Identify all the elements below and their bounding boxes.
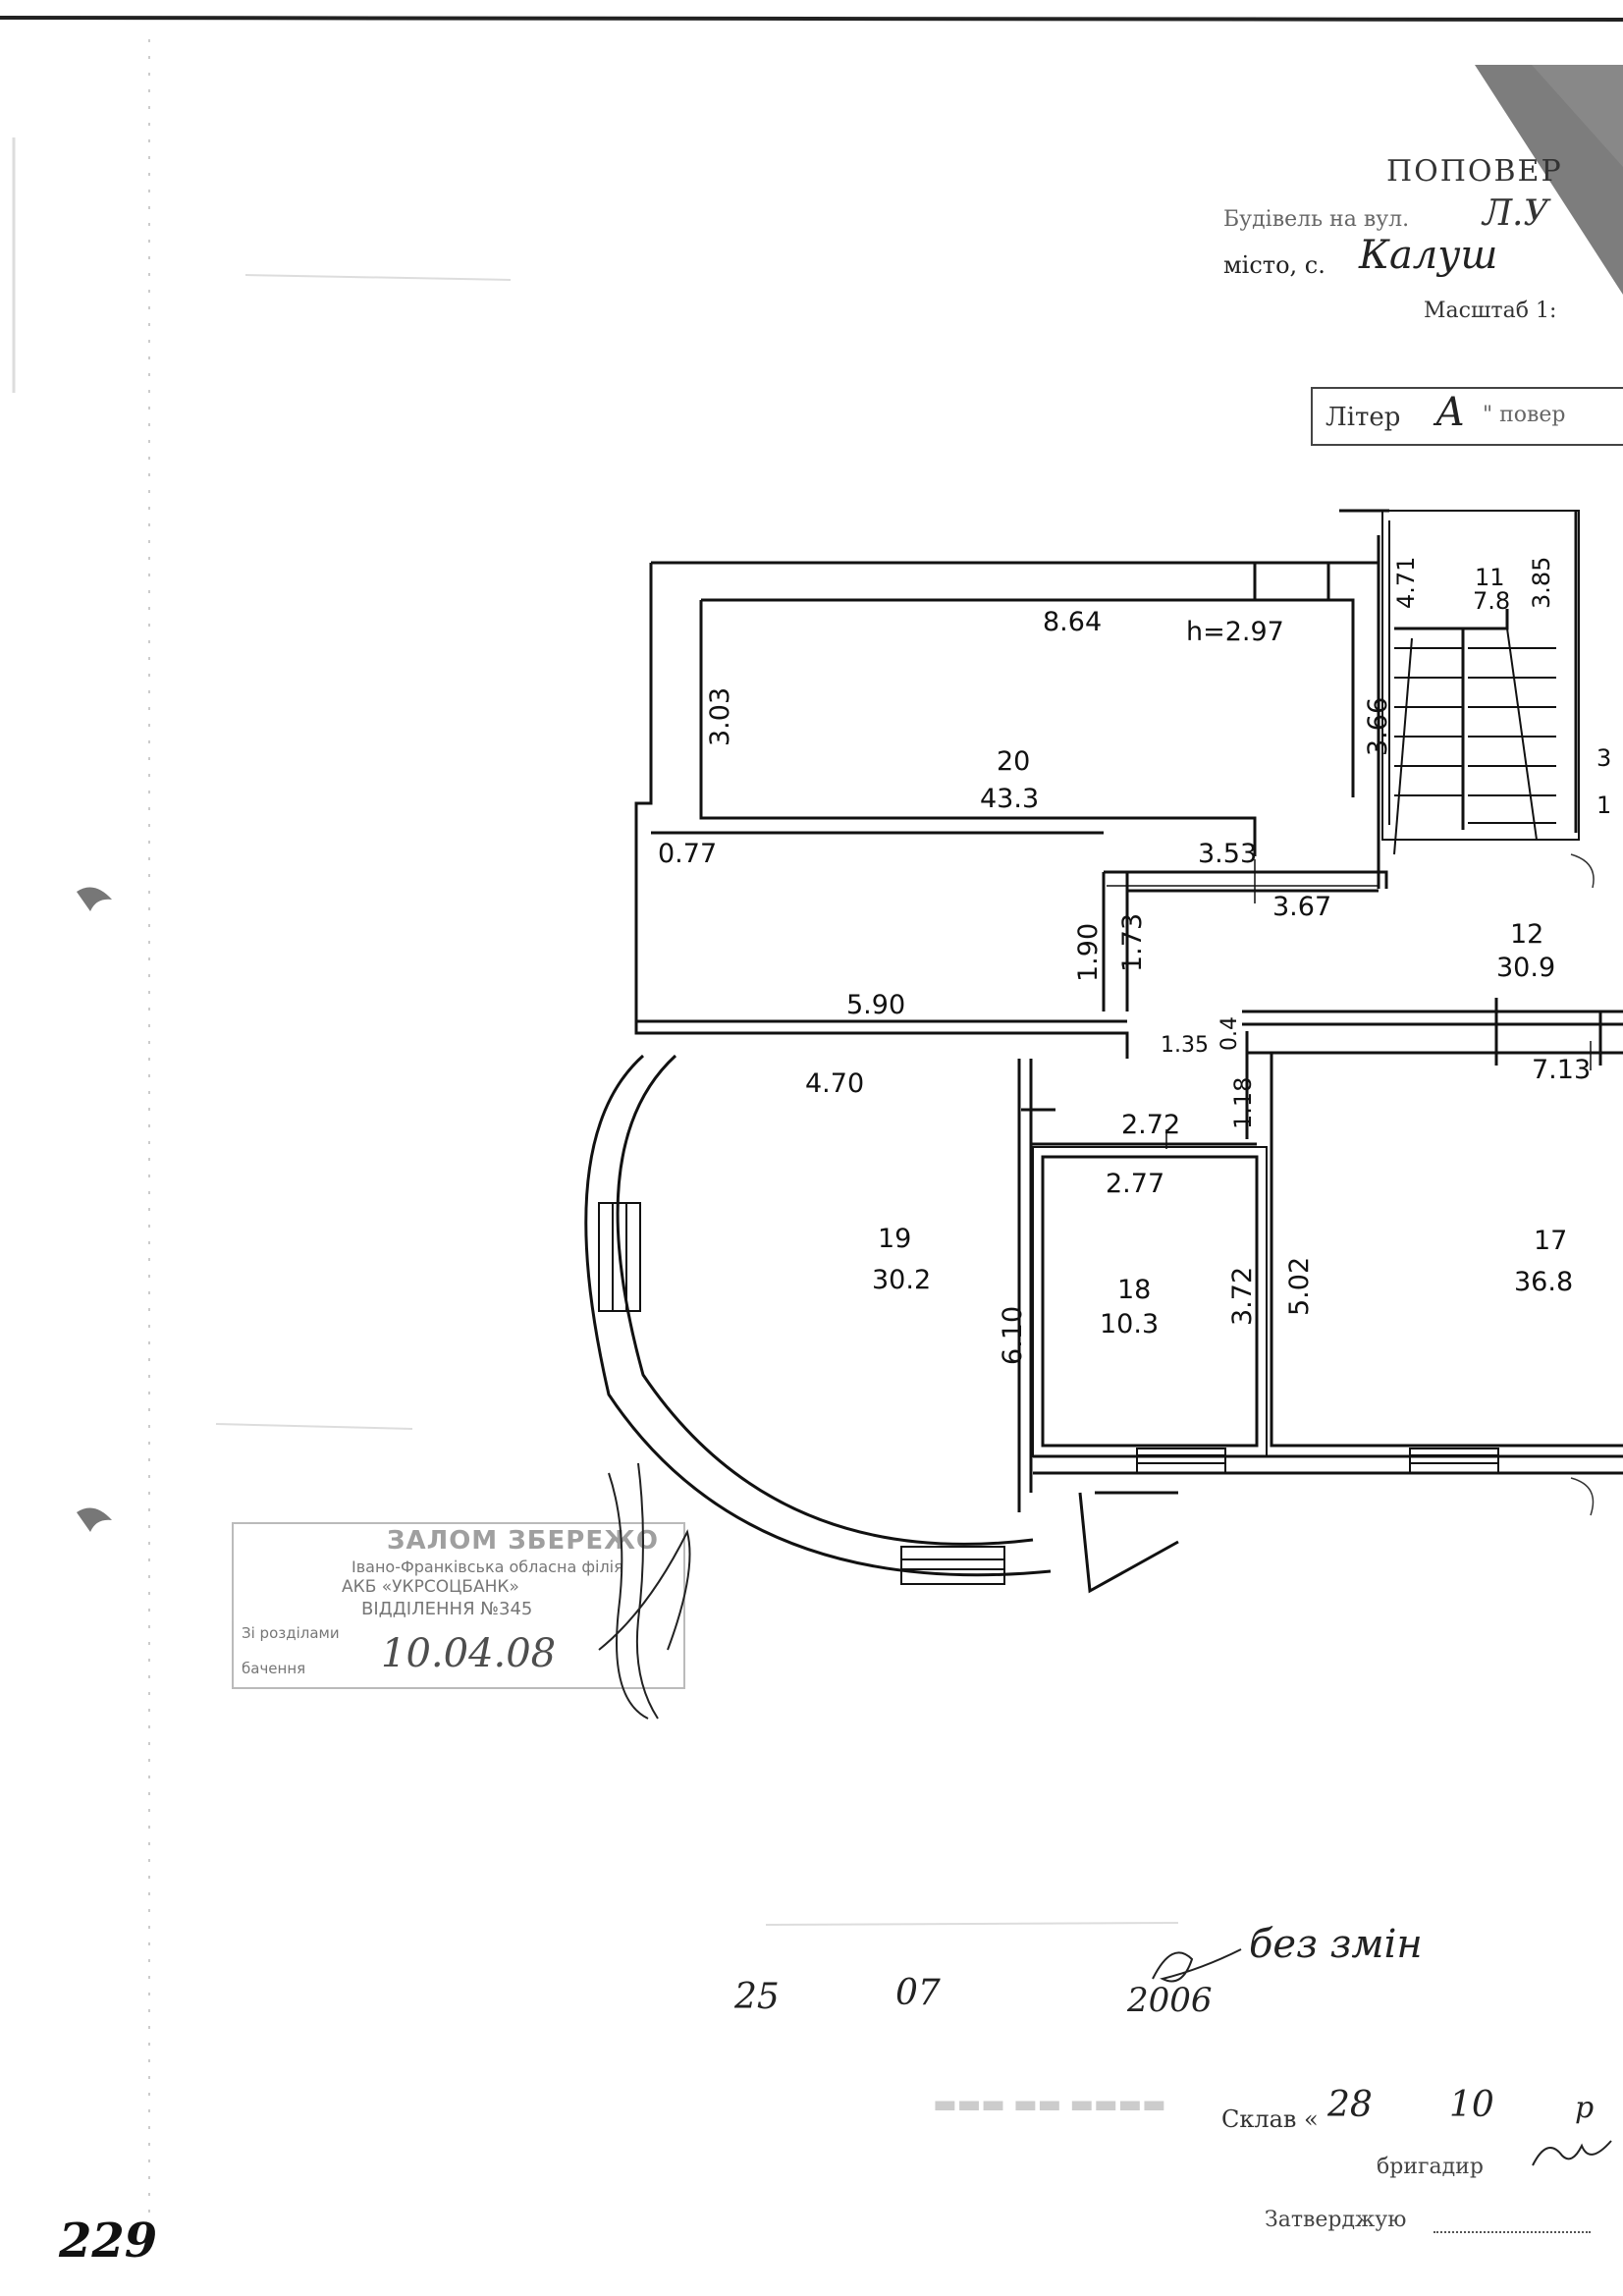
note-year: 2006 [1127,1981,1213,2020]
dim-5-90: 5.90 [846,990,906,1020]
dim-2-72: 2.72 [1121,1110,1181,1140]
stamp-title: ЗАЛОМ ЗБЕРЕЖО [387,1526,660,1556]
scale-label: Масштаб 1: [1424,299,1557,323]
room-12-area: 30.9 [1496,953,1556,983]
approve-label: Затверджую [1265,2208,1407,2232]
dim-3-85: 3.85 [1528,556,1555,609]
room-19-area: 30.2 [872,1265,932,1295]
plan-title: ПОПОВЕР [1386,154,1563,189]
faint-text-1: ▬▬▬ ▬▬ ▬▬▬▬ [933,2090,1166,2119]
note-month: 07 [895,1973,941,2013]
stamp-inspector-label: Зі розділами [242,1624,340,1642]
room-3-number: 3 [1596,744,1612,772]
dim-4-71: 4.71 [1392,556,1420,609]
dim-6-10: 6.10 [998,1305,1028,1365]
room-20-area: 43.3 [980,784,1040,814]
room-18-area: 10.3 [1100,1309,1160,1339]
compiled-day: 28 [1327,2085,1373,2125]
dim-8-64: 8.64 [1043,607,1103,637]
room-20-number: 20 [997,746,1031,777]
room-17-area: 36.8 [1514,1267,1574,1297]
compiled-label: Склав « [1221,2105,1319,2133]
room-18-number: 18 [1117,1275,1152,1305]
street-value: Л.У [1483,193,1549,234]
dim-3-67: 3.67 [1272,892,1332,922]
dim-1-90: 1.90 [1073,922,1104,982]
liter-label: Літер [1325,403,1401,432]
stamp-line2: АКБ «УКРСОЦБАНК» [342,1577,519,1597]
dim-ceiling-height: h=2.97 [1186,617,1284,647]
page-number: 229 [59,2214,158,2269]
compiled-year-suffix: р [1575,2091,1595,2125]
room-3-area: 1 [1596,792,1612,819]
room-19-number: 19 [878,1224,912,1254]
dim-0-77: 0.77 [658,839,718,869]
stamp-line1: Івано-Франківська обласна філія [352,1558,623,1576]
dim-4-70: 4.70 [805,1068,865,1099]
room-17-number: 17 [1534,1226,1568,1256]
room-11-number: 11 [1475,564,1505,591]
stamp-date-label: бачення [242,1660,306,1677]
compiled-month: 10 [1449,2085,1494,2125]
dim-1-18: 1.18 [1229,1076,1257,1129]
dim-3-53: 3.53 [1198,839,1258,869]
liter-suffix: " повер [1483,403,1566,427]
dim-7-13: 7.13 [1532,1055,1592,1085]
dim-5-02: 5.02 [1284,1256,1315,1316]
bank-stamp: ЗАЛОМ ЗБЕРЕЖО Івано-Франківська обласна … [232,1522,685,1689]
note-no-changes: без змін [1249,1922,1423,1967]
approval-initials [1152,1948,1242,1983]
dim-0-4: 0.4 [1217,1016,1242,1051]
room-11-area: 7.8 [1473,587,1511,615]
dim-3-66: 3.66 [1363,696,1393,756]
dim-1-73: 1.73 [1117,912,1148,972]
dim-3-03: 3.03 [705,686,735,746]
approve-signature-line [1434,2231,1591,2233]
stamp-signature [598,1462,691,1720]
city-value: Калуш [1359,233,1498,278]
dim-3-72: 3.72 [1227,1266,1258,1326]
brigadier-label: бригадир [1377,2155,1484,2179]
dim-2-77: 2.77 [1106,1169,1165,1199]
stamp-line3: ВІДДІЛЕННЯ №345 [361,1599,533,1619]
dim-1-35: 1.35 [1161,1033,1209,1058]
city-label: місто, с. [1223,251,1325,279]
liter-value: А [1435,390,1466,435]
room-12-number: 12 [1510,919,1544,950]
street-label: Будівель на вул. [1223,207,1410,232]
stamp-date: 10.04.08 [381,1631,557,1676]
brigadier-signature [1532,2140,1612,2166]
note-day: 25 [734,1977,780,2017]
